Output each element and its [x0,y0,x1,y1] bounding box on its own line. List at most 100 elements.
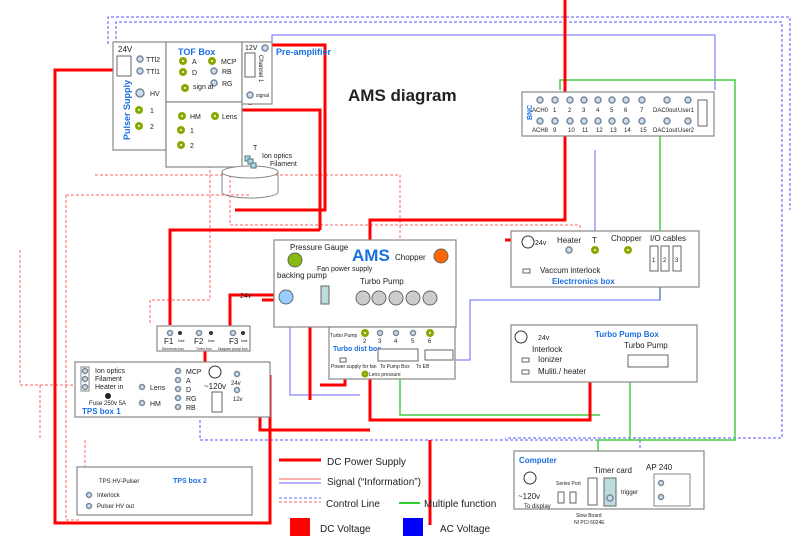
bnc-label: 1 [553,108,557,114]
svg-text:F2: F2 [194,337,204,346]
bnc-label: ACH8 [532,128,549,134]
turbo-dist-port-label: 2 [363,339,367,345]
svg-text:Filament: Filament [270,161,297,168]
bnc-label: DAC0out [653,108,678,114]
svg-text:Lens: Lens [222,114,238,121]
svg-text:Fan power supply: Fan power supply [317,266,373,273]
svg-text:Heater in: Heater in [95,384,124,391]
svg-text:I/O cables: I/O cables [650,234,686,243]
tps-box-1: Ion optics Filament Heater in Fuse 250v … [74,361,271,418]
svg-text:fuse: fuse [208,339,215,343]
bnc-connector [536,117,544,125]
tps1-port [174,385,182,393]
svg-text:24v: 24v [231,381,241,387]
svg-text:1: 1 [190,128,194,135]
ams-24v-label: 24v [240,293,252,300]
svg-text:TTl2: TTl2 [146,57,160,64]
bnc-connector [638,96,646,104]
svg-text:F1: F1 [164,337,174,346]
dc-power-lines [53,0,567,525]
svg-text:Vaccum interlock: Vaccum interlock [540,266,601,275]
svg-text:A: A [192,59,197,66]
turbo-pump-icon [355,290,371,306]
turbo-pump-icon [405,290,421,306]
turbo-pump-icon [388,290,404,306]
svg-text:D: D [192,70,197,77]
bnc-connector [594,117,602,125]
svg-text:TPS HV-Pulser: TPS HV-Pulser [99,479,139,485]
svg-text:Turbo dist box: Turbo dist box [333,346,381,353]
svg-text:12v: 12v [233,397,243,403]
tps1-port-label: A [186,378,191,385]
bnc-connector [684,117,692,125]
svg-text:Ion optics: Ion optics [262,153,292,160]
tps1-port [174,367,182,375]
svg-text:Turbo Pump: Turbo Pump [360,277,404,286]
tps1-port [174,403,182,411]
svg-text:Ion optics: Ion optics [95,368,125,375]
diagram-title: AMS diagram [348,86,457,105]
bnc-label: 14 [624,128,631,134]
bnc-connector [663,117,671,125]
svg-text:Chopper: Chopper [611,234,642,243]
tps1-port [174,394,182,402]
tps1-port-label: D [186,387,191,394]
turbo-dist-port [426,329,434,337]
bnc-label: 3 [582,108,586,114]
bnc-connector [622,96,630,104]
turbo-pump-box: 24v Turbo Pump Box Turbo Pump Interlock … [510,324,698,383]
svg-text:~120v: ~120v [518,492,540,501]
bnc-label: 5 [610,108,614,114]
legend-dc-power: DC Power Supply [327,457,406,468]
svg-text:signal: signal [256,93,269,99]
svg-text:RG: RG [222,81,233,88]
svg-text:Interlock: Interlock [532,345,563,354]
control-line-bottom [199,420,641,450]
bnc-connector [551,96,559,104]
legend-ac-voltage: AC Voltage [440,524,490,535]
svg-text:Power supply for fan: Power supply for fan [331,364,377,370]
control-line-top [107,16,791,439]
turbo-dist-port [376,329,384,337]
svg-text:HM: HM [190,114,201,121]
svg-text:TTl1: TTl1 [146,69,160,76]
svg-text:Interlock: Interlock [97,493,121,499]
svg-text:Timer card: Timer card [594,466,632,475]
bnc-label: 10 [568,128,575,134]
svg-text:Pulser HV out: Pulser HV out [97,504,134,510]
fuse-box: F1 F2 F3 fuse fuse fuse Electronic box T… [156,325,251,352]
bnc-label: User1 [678,108,695,114]
svg-text:F3: F3 [229,337,239,346]
bnc-label: 6 [624,108,628,114]
tps1-port [174,376,182,384]
svg-text:1: 1 [150,108,154,115]
svg-text:T: T [592,236,597,245]
svg-text:To display: To display [524,504,551,510]
svg-text:Turbo box: Turbo box [196,347,212,351]
svg-text:Ionizer: Ionizer [538,355,562,364]
bnc-label: 11 [582,128,589,134]
svg-text:Slow Board: Slow Board [576,513,602,519]
bnc-connector [608,96,616,104]
bnc-connector [551,117,559,125]
svg-text:backing pump: backing pump [277,271,327,280]
legend: DC Power Supply Signal (“Information”) C… [279,457,496,536]
tof-box-label: TOF Box [178,47,215,57]
svg-text:Pressure Gauge: Pressure Gauge [290,243,349,252]
bnc-label: ACH0 [532,108,549,114]
svg-text:Series Port: Series Port [556,481,581,487]
svg-text:trigger: trigger [621,490,638,496]
tps-box-2-label: TPS box 2 [173,478,207,485]
bnc-connector [608,117,616,125]
bnc-label: User2 [678,128,695,134]
bnc-label: 9 [553,128,557,134]
svg-text:2: 2 [663,258,667,264]
bnc-connector [663,96,671,104]
legend-multi: Multiple function [424,499,496,510]
svg-text:To Pump Box: To Pump Box [380,364,410,370]
bnc-connector [638,117,646,125]
turbo-dist-port-label: 5 [411,339,415,345]
